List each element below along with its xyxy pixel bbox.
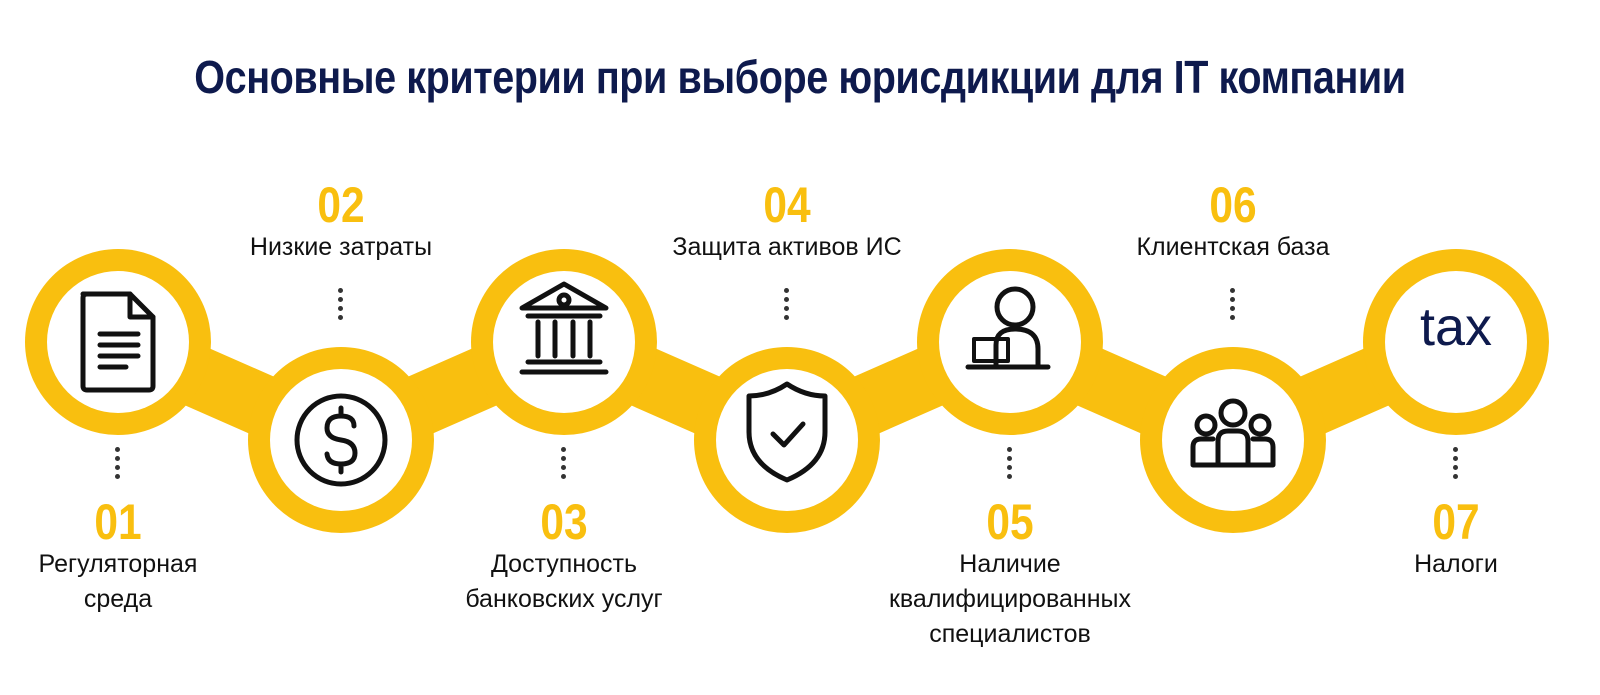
- step-label: Доступность банковских услуг: [465, 550, 663, 613]
- step-label: Наличие квалифицированных специалистов: [888, 550, 1131, 648]
- step-label: Регуляторная среда: [38, 550, 198, 613]
- step-number: 02: [317, 177, 365, 233]
- step-icon-circle: [1162, 369, 1304, 511]
- step-number: 01: [94, 494, 142, 550]
- step-label: Низкие затраты: [249, 233, 433, 261]
- page-title: Основные критерии при выборе юрисдикции …: [194, 51, 1406, 103]
- step-label: Налоги: [1414, 550, 1498, 578]
- dotted-connector: [1453, 447, 1459, 483]
- dotted-connector: [1007, 447, 1013, 483]
- bank-icon: [519, 281, 609, 375]
- dotted-connector: [561, 447, 567, 483]
- dotted-connector: [115, 447, 121, 483]
- step-icon-circle: [1385, 271, 1527, 413]
- step-label: Защита активов ИС: [672, 233, 902, 261]
- step-icon-circle: [493, 271, 635, 413]
- person-laptop-icon: [965, 286, 1051, 370]
- document-icon: [80, 291, 156, 393]
- dotted-connector: [784, 288, 790, 324]
- dollar-coin-icon: [294, 393, 388, 487]
- step-number: 03: [540, 494, 588, 550]
- group-icon: [1190, 398, 1276, 468]
- step-number: 04: [763, 177, 811, 233]
- step-number: 07: [1432, 494, 1480, 550]
- dotted-connector: [338, 288, 344, 324]
- dotted-connector: [1230, 288, 1236, 324]
- step-label: Клиентская база: [1136, 233, 1330, 261]
- step-number: 05: [986, 494, 1034, 550]
- step-number: 06: [1209, 177, 1257, 233]
- tax-icon: tax: [1420, 297, 1492, 357]
- shield-check-icon: [746, 381, 828, 483]
